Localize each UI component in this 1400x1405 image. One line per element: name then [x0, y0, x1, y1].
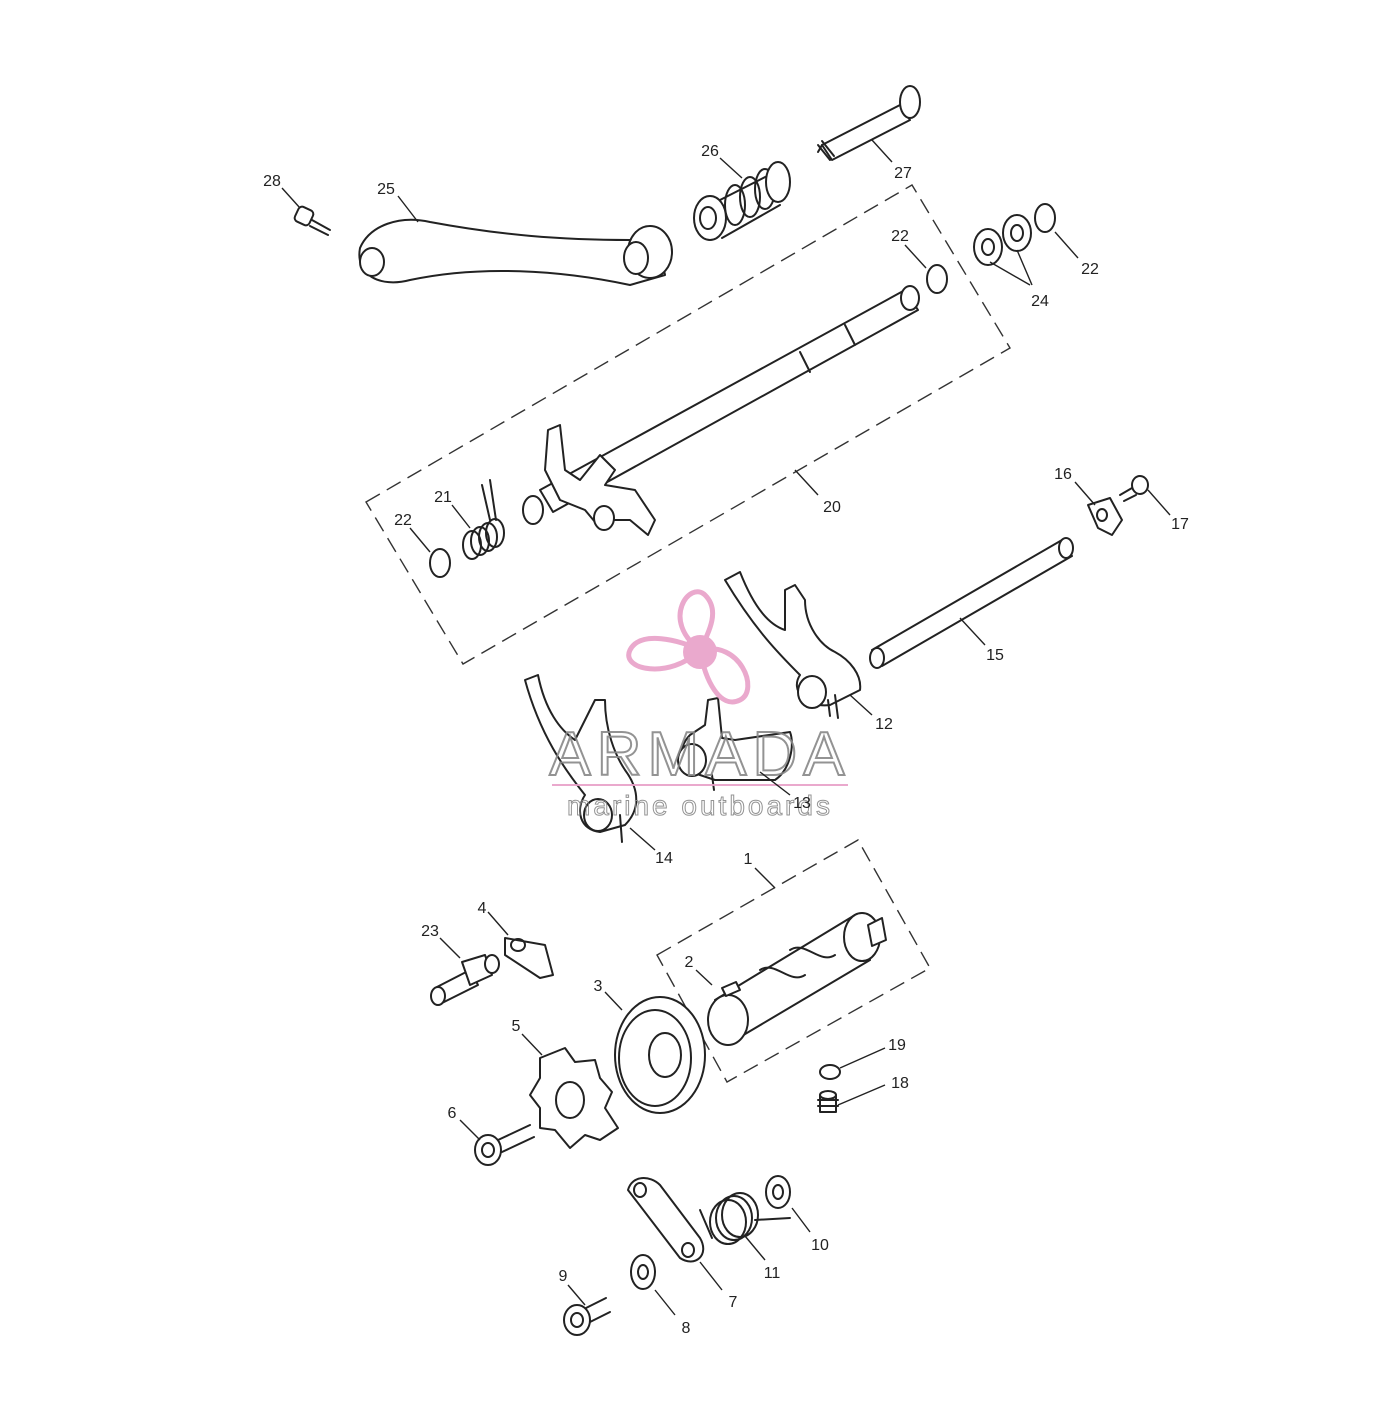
- plate-4: [504, 937, 554, 979]
- callout-12: 12: [875, 716, 893, 733]
- spring-11: [699, 1192, 791, 1245]
- lever-7: [627, 1177, 705, 1263]
- callout-22-left: 22: [394, 512, 412, 529]
- shift-fork-12: [724, 571, 862, 719]
- leader-lines: [281, 139, 1171, 1316]
- callout-21: 21: [434, 489, 452, 506]
- callout-27: 27: [894, 165, 912, 182]
- propeller-icon: [626, 589, 751, 705]
- callout-labels: 28 25 26 27 22 22 24 20 22 21 16 17 15 1…: [263, 143, 1189, 1337]
- selector-drum-1: [707, 912, 887, 1046]
- propeller-hub-icon: [683, 635, 717, 669]
- shift-fork-14: [524, 674, 638, 843]
- callout-11: 11: [764, 1265, 781, 1282]
- callout-17: 17: [1171, 516, 1189, 533]
- screw-17: [1119, 475, 1149, 502]
- watermark-tagline: marine outboards: [567, 790, 833, 821]
- callout-15: 15: [986, 647, 1004, 664]
- washer-19: [819, 1064, 841, 1080]
- callout-26: 26: [701, 143, 719, 160]
- screw-28: [293, 205, 331, 236]
- callout-4: 4: [478, 900, 487, 917]
- callout-25: 25: [377, 181, 395, 198]
- bearing-3: [614, 996, 706, 1114]
- washers-24: [973, 214, 1032, 266]
- circlip-22-right: [1034, 203, 1056, 233]
- callout-6: 6: [448, 1105, 457, 1122]
- callout-1: 1: [744, 851, 753, 868]
- rubber-bush-26: [693, 161, 791, 241]
- selector-shaft-20: [522, 285, 920, 536]
- callout-19: 19: [888, 1037, 906, 1054]
- group-box-20: [365, 184, 1011, 665]
- watermark-brand: ARMADA: [549, 720, 850, 789]
- callout-3: 3: [594, 978, 603, 995]
- callout-20: 20: [823, 499, 841, 516]
- washer-8: [630, 1254, 656, 1290]
- callout-18: 18: [891, 1075, 909, 1092]
- pivot-bolt-27: [817, 85, 921, 161]
- callout-28: 28: [263, 173, 281, 190]
- callout-22-right: 22: [1081, 261, 1099, 278]
- bolt-6: [474, 1124, 535, 1166]
- watermark-logo: ARMADA marine outboards: [548, 589, 850, 822]
- shift-fork-13: [677, 697, 793, 791]
- stud-23: [430, 954, 500, 1006]
- callout-13: 13: [793, 795, 811, 812]
- callout-24: 24: [1031, 293, 1049, 310]
- fork-shaft-15: [869, 537, 1074, 669]
- callout-9: 9: [559, 1268, 568, 1285]
- callout-22-shaft: 22: [891, 228, 909, 245]
- callout-14: 14: [655, 850, 673, 867]
- bolt-9: [563, 1297, 611, 1336]
- callout-23: 23: [421, 923, 439, 940]
- callout-10: 10: [811, 1237, 829, 1254]
- callout-5: 5: [512, 1018, 521, 1035]
- screw-18: [817, 1090, 839, 1113]
- callout-7: 7: [729, 1294, 738, 1311]
- retaining-plate-16: [1087, 497, 1123, 536]
- callout-16: 16: [1054, 466, 1072, 483]
- gear-lever-25: [358, 218, 673, 286]
- circlip-22-shaft: [926, 264, 948, 294]
- pin-2: [721, 981, 741, 997]
- washer-10: [765, 1175, 791, 1209]
- star-wheel-5: [529, 1047, 619, 1149]
- circlip-22-left: [429, 548, 451, 578]
- callout-2: 2: [685, 954, 694, 971]
- callout-8: 8: [682, 1320, 691, 1337]
- spring-21: [462, 479, 505, 560]
